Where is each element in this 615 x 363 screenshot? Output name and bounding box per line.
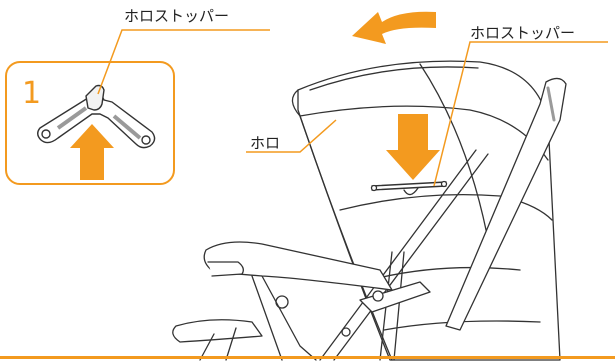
leader-line-stopper-right xyxy=(433,41,608,187)
rotate-backward-arrow-icon xyxy=(352,11,436,44)
arrow-down-icon xyxy=(386,114,440,180)
stroller-illustration xyxy=(172,60,567,361)
hood-label: ホロ xyxy=(250,134,281,152)
arrow-up-icon xyxy=(70,124,114,180)
leader-line-stopper-left xyxy=(97,29,270,95)
stopper-label-left: ホロストッパー xyxy=(124,7,230,25)
leader-line-hood xyxy=(246,119,337,153)
inset-frame xyxy=(5,61,175,185)
stopper-label-right: ホロストッパー xyxy=(470,24,576,42)
step-number: 1 xyxy=(22,76,42,111)
bottom-rule xyxy=(0,356,615,359)
